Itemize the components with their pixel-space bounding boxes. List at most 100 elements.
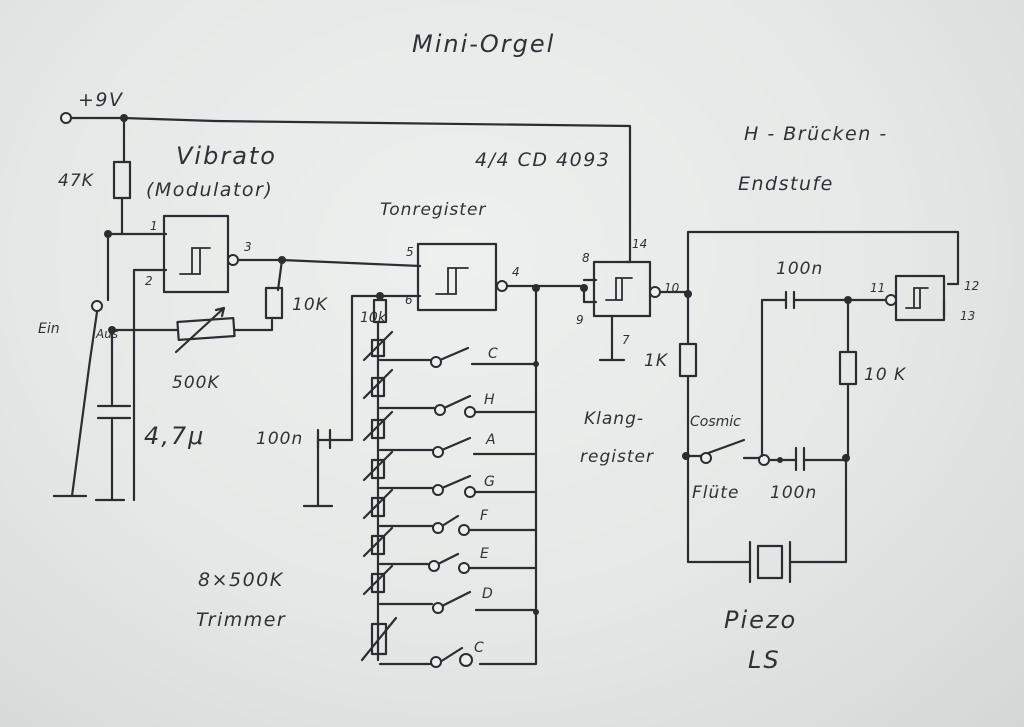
klang-label-line2: register: [580, 447, 654, 467]
resistor-10k-bridge: [838, 350, 858, 386]
note-label-8: C: [474, 640, 484, 656]
piezo-speaker: [756, 544, 784, 580]
trimmer-3: [362, 410, 394, 442]
pin-2: 2: [145, 274, 153, 288]
cosmic-label: Cosmic: [690, 414, 741, 430]
note-switch-8[interactable]: [378, 646, 473, 668]
note-switch-3[interactable]: [378, 436, 538, 458]
junction-flute: [777, 457, 783, 463]
pin-7: 7: [622, 333, 630, 347]
capacitor-100n-upper: [760, 290, 850, 458]
pin-8: 8: [582, 251, 590, 265]
trimmer-5: [362, 488, 394, 520]
tone-gate: [416, 242, 498, 312]
capacitor-100n-upper-label: 100n: [776, 259, 823, 279]
power-switch[interactable]: [88, 310, 99, 362]
note-switch-1[interactable]: [378, 346, 539, 368]
schmitt-symbol-2: [435, 267, 469, 295]
resistor-10k-tone: [372, 298, 388, 324]
pin-14: 14: [632, 237, 647, 251]
note-switch-5[interactable]: [378, 514, 538, 536]
note-label-1: C: [488, 346, 498, 362]
pin-6: 6: [405, 293, 413, 307]
wire: [232, 318, 274, 332]
note-label-5: F: [480, 508, 489, 524]
trimmer-4: [362, 450, 394, 482]
resistor-10k-bridge-label: 10 K: [864, 365, 907, 385]
ground-pin7: [598, 314, 626, 362]
tone-gate-bubble: [496, 280, 508, 292]
capacitor-4u7: [96, 328, 132, 502]
note-label-3: A: [485, 432, 496, 448]
vibrato-gate: [162, 214, 230, 294]
note-switch-6[interactable]: [378, 552, 538, 574]
junction-pin6: [376, 292, 384, 300]
junction-pin8: [580, 284, 588, 292]
note-switches: [378, 346, 539, 668]
note-switch-4[interactable]: [378, 474, 538, 498]
piezo-label-line1: Piezo: [724, 606, 797, 634]
resistor-1k: [678, 342, 698, 378]
pin-4: 4: [512, 265, 520, 279]
note-switch-7[interactable]: [378, 590, 539, 615]
note-label-2: H: [484, 392, 495, 408]
schmitt-symbol-4: [905, 287, 929, 309]
switch-on-label: Ein: [38, 321, 60, 337]
schmitt-symbol-3: [605, 277, 633, 301]
piezo-plates: [748, 540, 792, 584]
trimmer-label-line2: Trimmer: [196, 609, 286, 631]
note-label-6: E: [480, 546, 489, 562]
supply-label: +9V: [78, 89, 124, 111]
resistor-10k-label: 10K: [292, 295, 329, 315]
trimmer-8: [360, 616, 398, 662]
resistor-47k: [112, 160, 132, 200]
pin-1: 1: [150, 219, 158, 233]
trimmer-6: [362, 526, 394, 558]
bridge-supply-loop: [686, 230, 960, 296]
note-label-7: D: [482, 586, 493, 602]
note-label-4: G: [484, 474, 495, 490]
note-switch-2[interactable]: [378, 394, 538, 418]
page-title: Mini-Orgel: [412, 30, 555, 58]
trimmer-7: [362, 564, 394, 596]
resistor-1k-label: 1K: [644, 351, 669, 371]
wire-to-piezo-right: [788, 456, 848, 564]
resistor-10k-tone-label: 10k: [360, 310, 387, 326]
switch-terminal: [91, 300, 103, 312]
resistor-47k-label: 47K: [58, 171, 95, 191]
tone-register-label: Tonregister: [380, 200, 486, 220]
supply-terminal: [60, 112, 72, 124]
klang-label-line1: Klang-: [584, 409, 644, 429]
capacitor-100n-lower-label: 100n: [770, 483, 817, 503]
trimmer-1: [362, 330, 394, 362]
wire-to-piezo: [686, 374, 752, 564]
resistor-10k-vibrato: [264, 286, 284, 320]
pin-9: 9: [576, 313, 584, 327]
wire-ground-left: [70, 358, 92, 498]
flute-label: Flüte: [692, 483, 739, 503]
schmitt-symbol: [179, 247, 211, 275]
modulator-label: (Modulator): [146, 179, 273, 201]
pin-3: 3: [244, 240, 252, 254]
flute-terminal: [758, 454, 770, 466]
klang-terminal: [700, 452, 712, 464]
piezo-label-line2: LS: [748, 646, 781, 674]
bridge-gate-bubble: [885, 294, 897, 306]
capacitor-100n-label: 100n: [256, 429, 303, 449]
pot-arrow: [174, 306, 226, 354]
capacitor-4u7-label: 4,7μ: [144, 422, 205, 450]
bridge-label-line1: H - Brücken -: [744, 123, 888, 145]
vibrato-label: Vibrato: [176, 142, 277, 170]
wire: [276, 258, 284, 292]
ic-label: 4/4 CD 4093: [475, 149, 610, 171]
klang-switch[interactable]: [686, 438, 746, 458]
trimmer-bank: [360, 330, 398, 662]
wire-pin2: [132, 268, 168, 502]
trimmer-2: [362, 368, 394, 400]
wire-to-pin5: [280, 258, 422, 268]
junction-klang: [682, 452, 690, 460]
note-bus: [478, 286, 538, 666]
trimmer-label-line1: 8×500K: [198, 569, 284, 591]
